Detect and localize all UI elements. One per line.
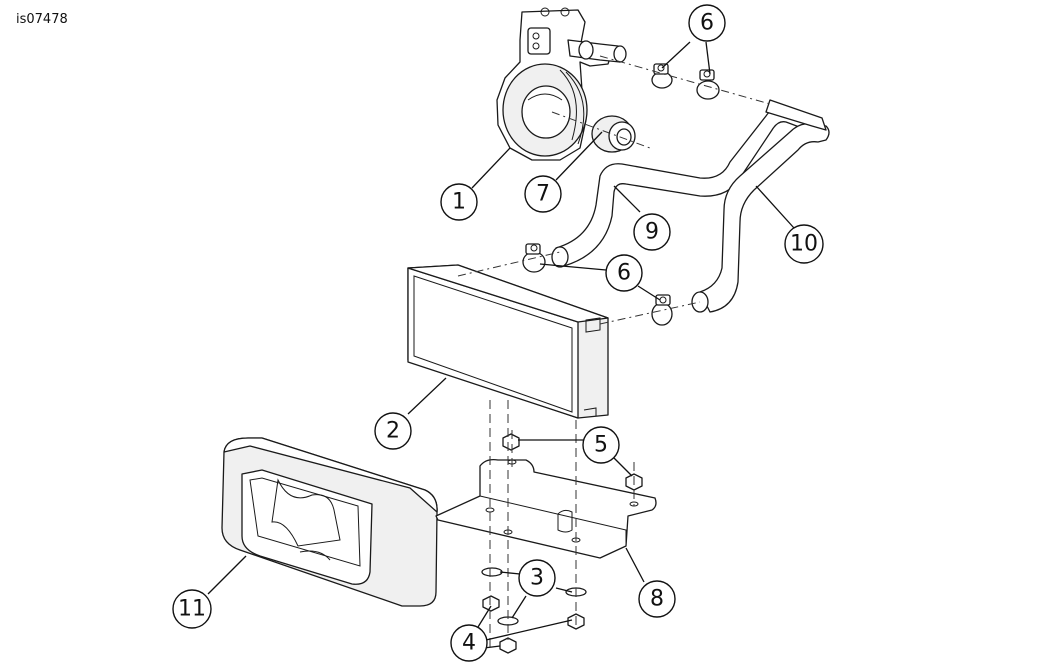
svg-text:4: 4 — [462, 631, 476, 656]
part-8-bracket — [435, 458, 657, 559]
svg-text:3: 3 — [530, 566, 544, 591]
part-1-housing — [496, 7, 627, 161]
callout-11: 11 — [172, 589, 212, 629]
svg-text:1: 1 — [452, 190, 466, 215]
svg-text:8: 8 — [650, 587, 664, 612]
svg-text:2: 2 — [386, 419, 400, 444]
leader-lines — [207, 41, 795, 649]
callout-3: 3 — [518, 559, 556, 597]
callout-4: 4 — [450, 624, 488, 662]
part-9-hose — [551, 106, 809, 268]
svg-text:11: 11 — [178, 597, 206, 622]
part-6-clamp-bottom-b — [651, 294, 673, 326]
figure-id-label: is07478 — [16, 12, 68, 27]
callout-6-middle: 6 — [605, 254, 643, 292]
part-7-cap — [591, 115, 636, 153]
part-6-clamp-top-b — [696, 69, 720, 100]
svg-text:10: 10 — [790, 232, 818, 257]
svg-text:5: 5 — [594, 433, 608, 458]
part-4-nut-a — [482, 595, 500, 612]
part-6-clamp-bottom-a — [522, 243, 546, 273]
svg-text:7: 7 — [536, 182, 550, 207]
part-11-cover — [221, 437, 438, 607]
part-3-washer-a — [481, 567, 503, 577]
callout-5: 5 — [582, 426, 620, 464]
callout-6-top: 6 — [688, 4, 726, 42]
part-5-nut-a — [502, 433, 520, 451]
callout-8: 8 — [638, 580, 676, 618]
part-6-clamp-top-a — [651, 63, 673, 89]
svg-text:9: 9 — [645, 220, 659, 245]
callout-2: 2 — [374, 412, 412, 450]
assembly-lines — [457, 55, 771, 650]
svg-text:6: 6 — [700, 11, 714, 36]
callout-1: 1 — [440, 183, 478, 221]
part-2-cooler — [407, 264, 609, 419]
svg-text:6: 6 — [617, 261, 631, 286]
callout-7: 7 — [524, 175, 562, 213]
callout-10: 10 — [784, 224, 824, 264]
callout-9: 9 — [633, 213, 671, 251]
part-4-nut-c — [499, 637, 517, 654]
